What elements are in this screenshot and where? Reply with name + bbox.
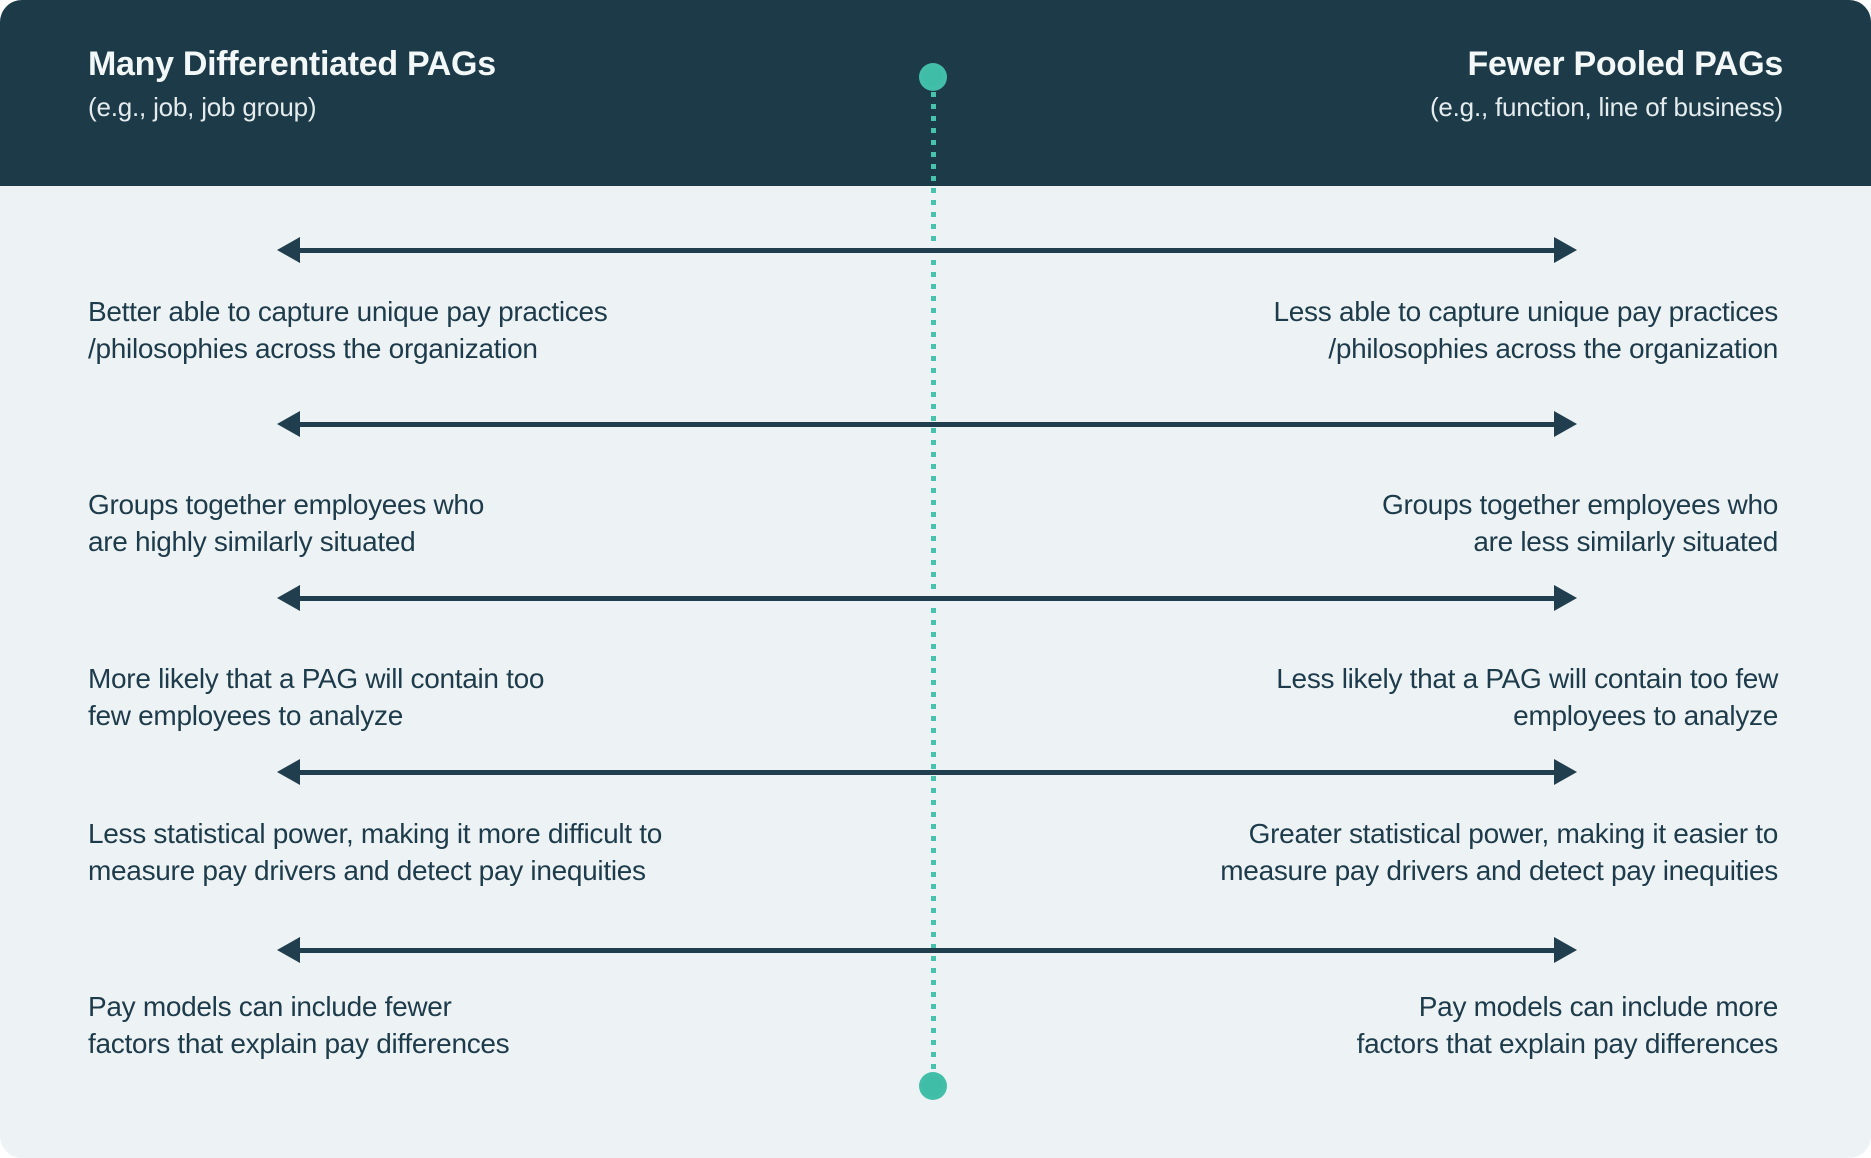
arrow-right-head-icon — [1554, 759, 1577, 785]
arrow-right-head-icon — [1554, 237, 1577, 263]
arrow-left-head-icon — [277, 759, 300, 785]
bidirectional-arrow — [277, 759, 1577, 785]
row-text-right: Greater statistical power, making it eas… — [1220, 818, 1778, 886]
bidirectional-arrow — [277, 937, 1577, 963]
header-left: Many Differentiated PAGs (e.g., job, job… — [88, 44, 496, 186]
row-text-right: Pay models can include more factors that… — [1356, 991, 1779, 1059]
left-column-title: Many Differentiated PAGs — [88, 45, 496, 83]
bidirectional-arrow — [277, 411, 1577, 437]
arrow-right-head-icon — [1554, 411, 1577, 437]
arrow-right-head-icon — [1554, 585, 1577, 611]
row-text-left: Groups together employees who are highly… — [88, 489, 484, 557]
row-text-right: Less able to capture unique pay practice… — [1273, 296, 1779, 364]
row-text-left: Better able to capture unique pay practi… — [88, 296, 608, 364]
row-text-right: Groups together employees who are less s… — [1382, 489, 1778, 557]
arrow-shaft — [293, 595, 1561, 601]
arrow-shaft — [293, 421, 1561, 427]
right-column-subtitle: (e.g., function, line of business) — [1429, 92, 1783, 122]
arrow-shaft — [293, 769, 1561, 775]
arrow-right-head-icon — [1554, 937, 1577, 963]
arrow-left-head-icon — [277, 237, 300, 263]
left-column-subtitle: (e.g., job, job group) — [88, 92, 317, 122]
row-text-left: Pay models can include fewer factors tha… — [88, 991, 510, 1059]
arrow-shaft — [293, 947, 1561, 953]
row-text-right: Less likely that a PAG will contain too … — [1276, 663, 1778, 731]
bidirectional-arrow — [277, 585, 1577, 611]
arrow-left-head-icon — [277, 411, 300, 437]
arrow-left-head-icon — [277, 937, 300, 963]
header-right: Fewer Pooled PAGs (e.g., function, line … — [1430, 44, 1783, 186]
top-anchor-dot-icon — [919, 63, 947, 91]
row-text-left: Less statistical power, making it more d… — [88, 818, 662, 886]
bidirectional-arrow — [277, 237, 1577, 263]
row-text-left: More likely that a PAG will contain too … — [88, 663, 545, 731]
bottom-anchor-dot-icon — [919, 1072, 947, 1100]
dotted-divider-line — [931, 92, 936, 1074]
arrow-shaft — [293, 247, 1561, 253]
right-column-title: Fewer Pooled PAGs — [1467, 45, 1784, 83]
arrow-left-head-icon — [277, 585, 300, 611]
